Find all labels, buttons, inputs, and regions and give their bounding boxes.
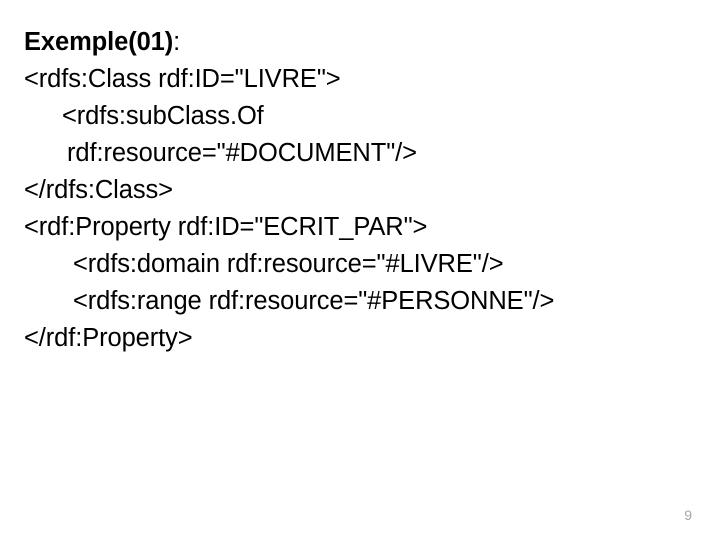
code-line-3: rdf:resource="#DOCUMENT"/> — [24, 135, 704, 172]
code-line-8: </rdf:Property> — [24, 320, 704, 357]
page-number: 9 — [684, 507, 692, 523]
code-line-text: <rdfs:domain rdf:resource="#LIVRE"/> — [73, 250, 504, 278]
code-line-7: <rdfs:range rdf:resource="#PERSONNE"/> — [24, 283, 704, 320]
code-line-5: <rdf:Property rdf:ID="ECRIT_PAR"> — [24, 209, 704, 246]
code-line-text: <rdfs:Class rdf:ID="LIVRE"> — [24, 65, 341, 93]
code-line-text: <rdf:Property rdf:ID="ECRIT_PAR"> — [24, 213, 428, 241]
code-line-text: </rdf:Property> — [24, 324, 193, 352]
code-line-4: </rdfs:Class> — [24, 172, 704, 209]
code-line-6: <rdfs:domain rdf:resource="#LIVRE"/> — [24, 246, 704, 283]
code-line-text: <rdfs:range rdf:resource="#PERSONNE"/> — [73, 287, 555, 315]
code-line-2: <rdfs:subClass.Of — [24, 98, 704, 135]
heading-line: Exemple(01): — [24, 24, 704, 61]
code-line-text: <rdfs:subClass.Of — [62, 102, 264, 130]
code-line-text: rdf:resource="#DOCUMENT"/> — [67, 139, 417, 167]
code-line-1: <rdfs:Class rdf:ID="LIVRE"> — [24, 61, 704, 98]
code-listing: Exemple(01): <rdfs:Class rdf:ID="LIVRE">… — [24, 24, 704, 357]
code-line-text: </rdfs:Class> — [24, 176, 173, 204]
heading-label: Exemple(01) — [24, 28, 174, 56]
heading-colon: : — [173, 28, 181, 56]
